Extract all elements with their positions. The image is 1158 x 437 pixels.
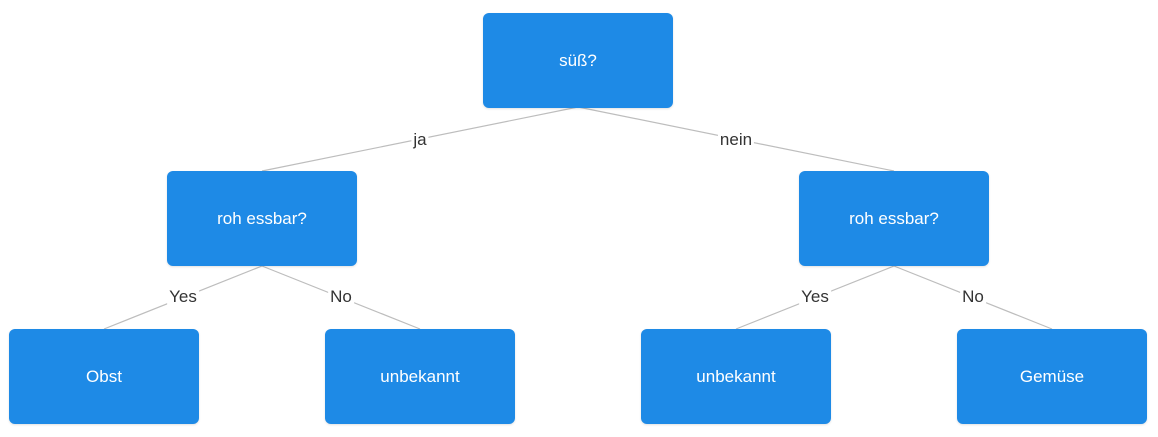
node-left: roh essbar? [167,171,357,266]
node-right-label: roh essbar? [849,208,939,228]
edge-label-ja: ja [411,130,429,150]
node-right-left-label: unbekannt [696,366,776,386]
node-left-label: roh essbar? [217,208,307,228]
edge-label-right-yes: Yes [799,287,831,307]
node-right-left: unbekannt [641,329,831,424]
node-root: süß? [483,13,673,108]
node-right: roh essbar? [799,171,989,266]
node-left-left: Obst [9,329,199,424]
node-left-right: unbekannt [325,329,515,424]
edge-label-right-no: No [960,287,986,307]
edge-label-left-no: No [328,287,354,307]
node-root-label: süß? [559,50,597,70]
node-right-right: Gemüse [957,329,1147,424]
node-right-right-label: Gemüse [1019,366,1085,386]
node-left-left-label: Obst [86,366,122,386]
node-left-right-label: unbekannt [380,366,460,386]
edge-label-left-yes: Yes [167,287,199,307]
edge-label-nein: nein [717,130,755,150]
